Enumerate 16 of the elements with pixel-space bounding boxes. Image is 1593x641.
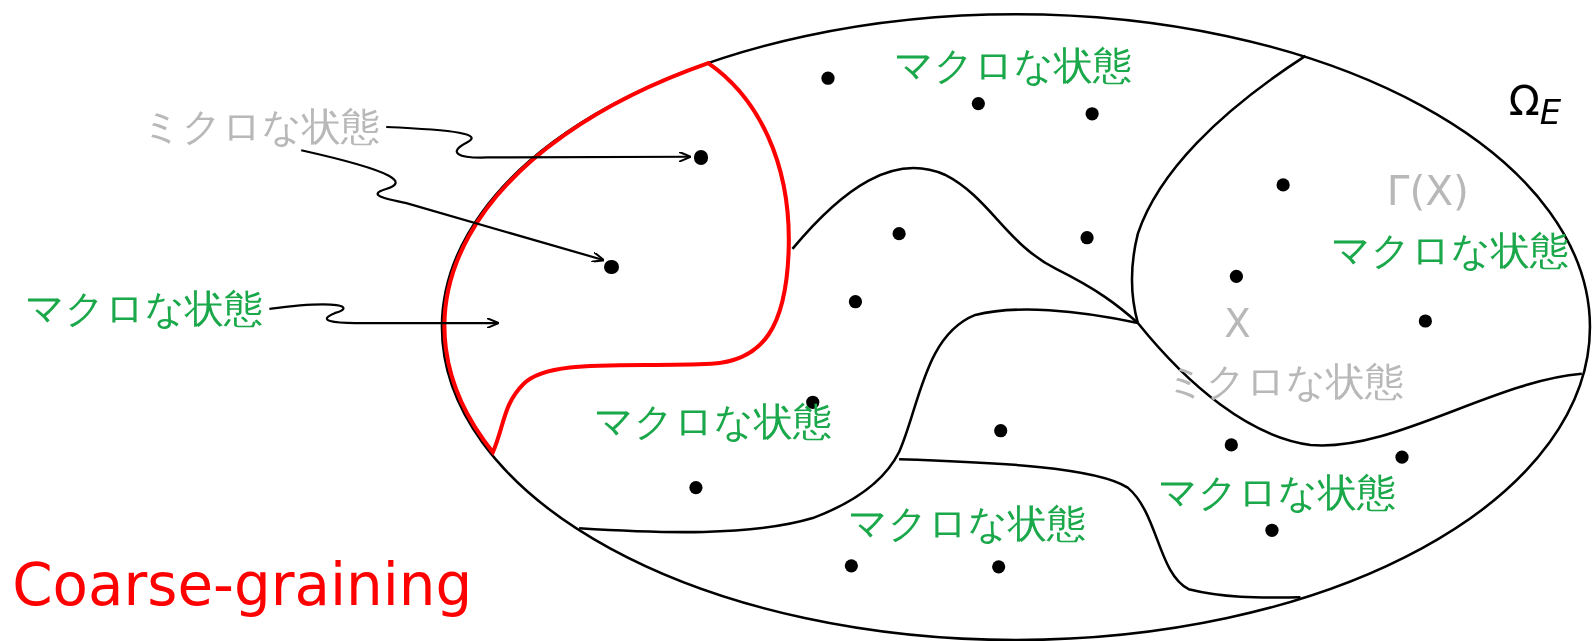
squiggle-arrow	[300, 149, 606, 263]
macro-state-text: マクロな状態	[25, 289, 264, 329]
state-dot	[604, 260, 619, 275]
variable-label: X	[1224, 304, 1251, 344]
macro-state-text: マクロな状態	[1158, 474, 1397, 514]
coarse-graining-title: Coarse-graining	[12, 556, 473, 615]
macro-state-text: マクロな状態	[1330, 231, 1569, 271]
squiggle-arrow	[386, 125, 692, 163]
state-dot	[693, 150, 709, 165]
micro-state-text: ミクロな状態	[142, 107, 381, 147]
macro-state-text: マクロな状態	[848, 504, 1087, 544]
omega-symbol: Ω$_{E}$	[1508, 81, 1562, 131]
macro-state-text: マクロな状態	[594, 403, 833, 442]
gamma-label: Γ(X)	[1386, 170, 1469, 212]
macro-state-text: マクロな状態	[894, 46, 1132, 86]
squiggle-arrow	[269, 303, 500, 330]
